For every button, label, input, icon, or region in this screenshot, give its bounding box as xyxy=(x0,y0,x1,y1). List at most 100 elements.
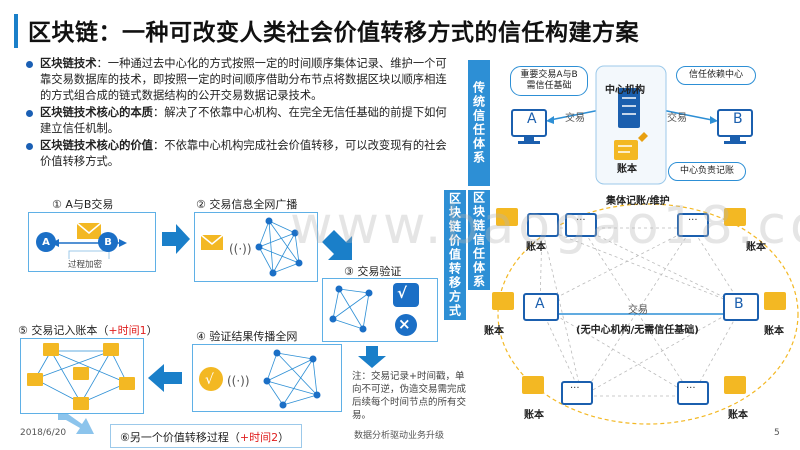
page-number: 5 xyxy=(774,428,780,438)
flow-arrow-right-icon xyxy=(162,224,190,254)
value-transfer-label: 区块链价值转移方式 xyxy=(444,190,466,320)
step-4-box: √ ((·)) xyxy=(192,344,342,412)
traditional-trust-label: 传统信任体系 xyxy=(468,60,490,186)
bullet-text: ：解决了不依靠中心机构、在完全无信任基础的前提下如何建立信任机制。 xyxy=(40,106,447,135)
step-3-box xyxy=(322,278,438,342)
bullet-key: 区块链技术核心的本质 xyxy=(40,106,153,119)
bullet-list: 区块链技术：一种通过去中心化的方式按照一定的时间顺序集体记录、维护一个可靠交易数… xyxy=(24,56,454,171)
footer-date: 2018/6/20 xyxy=(20,428,67,438)
page-title: 区块链：一种可改变人类社会价值转移方式的信任构建方案 xyxy=(28,20,639,46)
chain-ledger-label: 账本 xyxy=(764,326,784,337)
bullet-item: 区块链技术：一种通过去中心化的方式按照一定的时间顺序集体记录、维护一个可靠交易数… xyxy=(24,56,454,104)
ellipsis: ... xyxy=(688,212,698,223)
step-5-box xyxy=(20,338,144,414)
ledger-icon xyxy=(724,376,746,394)
monitor-icon xyxy=(677,381,709,405)
chain-ledger-label: 账本 xyxy=(728,410,748,421)
arrow-head-icon xyxy=(119,239,127,247)
network-boundary xyxy=(497,203,799,425)
flow-arrow-down-right-small-icon xyxy=(58,414,94,434)
svg-text:((·)): ((·)) xyxy=(227,374,250,388)
chain-node-b: B xyxy=(734,296,744,312)
encrypt-label: 过程加密 xyxy=(68,260,103,270)
check-badge xyxy=(393,283,419,307)
ledger-icon xyxy=(43,343,59,356)
collective-bookkeeping-label: 集体记账/维护 xyxy=(606,196,670,207)
step-1-label: ① A与B交易 xyxy=(52,198,114,211)
monitor-icon xyxy=(527,213,559,237)
bullet-text: ：一种通过去中心化的方式按照一定的时间顺序集体记录、维护一个可靠交易数据库的技术… xyxy=(40,57,447,102)
flow-arrow-down-right-icon xyxy=(322,230,352,260)
step1-node-a: A xyxy=(36,232,56,252)
ledger-icon xyxy=(724,208,746,226)
flow-arrow-left-icon xyxy=(148,364,182,392)
center-agency-label: 中心机构 xyxy=(605,85,645,96)
step-6-tail: ） xyxy=(278,431,290,444)
monitor-b-icon xyxy=(723,293,759,321)
chain-trade-label: 交易 xyxy=(628,305,648,316)
step-5-label: ⑤ 交易记入账本（+时间1） xyxy=(18,322,158,338)
chain-ledger-label: 账本 xyxy=(484,326,504,337)
step-2-label: ② 交易信息全网广播 xyxy=(196,198,298,211)
cross-badge xyxy=(395,314,417,336)
arrow-head-icon xyxy=(546,116,554,124)
ledger-icon xyxy=(614,140,638,160)
step-6-time: +时间2 xyxy=(239,431,279,444)
step-5-diagram xyxy=(27,343,135,410)
bullet-item: 区块链技术核心的本质：解决了不依靠中心机构、在完全无信任基础的前提下如何建立信任… xyxy=(24,105,454,137)
verified-icon xyxy=(199,367,223,391)
bullet-item: 区块链技术核心的价值：不依靠中心机构完成社会价值转移，可以改变现有的社会价值转移… xyxy=(24,138,454,170)
ellipsis: ... xyxy=(686,380,696,391)
chain-ledger-label: 账本 xyxy=(524,410,544,421)
ledger-icon xyxy=(103,343,119,356)
callout-need-trust: 重要交易A与B需信任基础 xyxy=(510,66,588,96)
step-6-text: ⑥另一个价值转移过程（ xyxy=(120,431,240,444)
bullet-key: 区块链技术 xyxy=(40,57,97,70)
step-6-box xyxy=(110,424,302,448)
blockchain-network-diagram xyxy=(492,203,799,425)
callout-center-ledger: 中心负责记账 xyxy=(668,162,746,181)
chain-trade-sub: (无中心机构/无需信任基础) xyxy=(576,325,699,336)
trad-node-b: B xyxy=(733,111,743,127)
step-5-time: +时间1 xyxy=(108,324,147,337)
trad-trade-left: 交易 xyxy=(565,113,585,124)
footer-center: 数据分析驱动业务升级 xyxy=(354,431,445,441)
callout-trust-center: 信任依赖中心 xyxy=(676,66,756,85)
step-3-diagram xyxy=(329,283,419,336)
ledger-icon xyxy=(496,208,518,226)
step-5-text: ⑤ 交易记入账本（ xyxy=(18,324,109,337)
ellipsis: ... xyxy=(576,212,586,223)
step-2-diagram: ((·)) xyxy=(200,217,303,277)
step-2-box: ((·)) xyxy=(194,212,318,282)
pen-icon xyxy=(638,132,648,142)
chain-ledger-label: 账本 xyxy=(526,242,546,253)
svg-text:((·)): ((·)) xyxy=(229,242,252,256)
envelope-icon xyxy=(77,223,101,239)
ledger-icon xyxy=(73,397,89,410)
blockchain-trust-label: 区块链信任体系 xyxy=(468,190,490,290)
bullet-key: 区块链技术核心的价值 xyxy=(40,139,153,152)
ledger-icon xyxy=(492,292,514,310)
monitor-icon xyxy=(561,381,593,405)
ledger-icon xyxy=(522,376,544,394)
watermark: www.baogao18.com xyxy=(290,196,800,256)
check-icon: √ xyxy=(397,284,408,302)
ledger-icon xyxy=(119,377,135,390)
cross-icon: × xyxy=(398,315,411,333)
flow-arrow-down-icon xyxy=(358,346,386,368)
step-4-diagram: √ ((·)) xyxy=(199,349,321,409)
ledger-icon xyxy=(27,373,43,386)
ledger-icon xyxy=(764,292,786,310)
chain-ledger-label: 账本 xyxy=(746,242,766,253)
monitor-a-icon xyxy=(523,293,559,321)
timestamp-note: 注：交易记录+时间戳，单向不可逆，伪造交易需完成后续每个时间节点的所有交易。 xyxy=(352,371,467,421)
chain-node-a: A xyxy=(535,296,545,312)
encrypt-bracket xyxy=(68,250,110,259)
step-3-label: ③ 交易验证 xyxy=(344,265,402,278)
bullet-text: ：不依靠中心机构完成社会价值转移，可以改变现有的社会价值转移方式。 xyxy=(40,139,447,168)
step-6-label: ⑥另一个价值转移过程（+时间2） xyxy=(120,429,289,445)
ledger-icon xyxy=(73,367,89,380)
ellipsis: ... xyxy=(570,380,580,391)
step-4-label: ④ 验证结果传播全网 xyxy=(196,330,298,343)
monitor-icon xyxy=(565,213,597,237)
